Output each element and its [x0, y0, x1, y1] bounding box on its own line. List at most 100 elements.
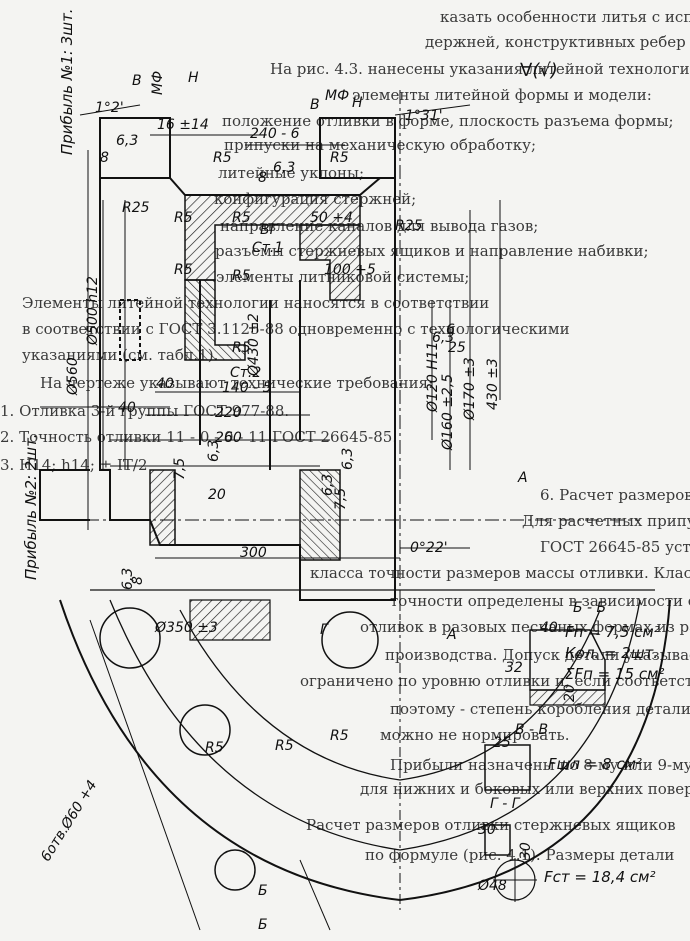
roughness-mark: ∀(√) [520, 60, 558, 81]
background-text-line: в соответствии с ГОСТ 3.1125-88 одноврем… [22, 320, 570, 338]
background-text-line: ГОСТ 26645-85 установлен 11-й класс точн… [540, 538, 690, 556]
dim-100: 100 +5 [324, 262, 376, 278]
dim-430: Ø430 ±2 [246, 313, 262, 376]
dim-r25-a: R25 [122, 200, 150, 216]
dim-ra-f: 6,3 [340, 447, 356, 470]
dim-ra-c: 6,3 [432, 330, 455, 346]
background-text-line: Для расчетных припусков на механическую … [522, 512, 690, 530]
dim-r5-i: R5 [275, 738, 294, 754]
dim-8-c: 8 [130, 576, 146, 585]
dim-140: 140 - 5 [222, 380, 272, 396]
dim-7-5-a: 7,5 [172, 457, 188, 480]
dim-20: 20 [208, 487, 226, 503]
mark-a-bottom: A [447, 627, 457, 643]
dim-r5-f: R5 [232, 268, 251, 284]
background-text-line: держней, конструктивных ребер жесткости … [425, 33, 690, 51]
h-mark-left: Н [188, 70, 199, 86]
slag-area: Fшл = 8 см² [548, 755, 642, 773]
dim-r5-a: R5 [213, 150, 232, 166]
background-text-line: положение отливки в форме, плоскость раз… [222, 112, 674, 130]
dim-angle-top-right: 1°31' [405, 108, 443, 124]
dim-angle-top-left: 1°2' [95, 100, 124, 116]
g-mark: Г [320, 622, 328, 638]
dim-240: 240 - 6 [250, 126, 300, 142]
background-text-line: производства. Допуск детали указывает то… [385, 646, 690, 664]
dim-40-b: 40 [118, 400, 136, 416]
dim-220: 220 [215, 405, 242, 421]
dim-r5-g: R5 [232, 340, 251, 356]
dim-40-section: 40 [540, 620, 558, 636]
section-gg-label: Г - Г [490, 796, 520, 812]
dim-8-a: 8 [100, 150, 109, 166]
mf-mark-left: МФ [150, 70, 166, 95]
dim-r5-e: R5 [174, 262, 193, 278]
background-text-line: припуски на механическую обработку; [224, 136, 537, 154]
dim-6: 6 [446, 322, 455, 338]
background-text-line: по формуле (рис. 4.1). Размеры детали [365, 846, 675, 864]
dim-16: 16 ±14 [157, 117, 209, 133]
h-mark-right: Н [352, 95, 363, 111]
background-text-line: точности определены в зависимости от тип… [390, 592, 690, 610]
dim-r5-j: R5 [330, 728, 349, 744]
dim-20-section: 20 [562, 684, 578, 702]
riser-total-area: ΣFп = 15 см² [565, 665, 665, 683]
dim-32: 32 [505, 660, 523, 676]
background-text-line: На чертеже указывают технические требова… [40, 374, 434, 392]
background-text-line: На рис. 4.3. нанесены указания литейной … [270, 60, 690, 78]
dim-7-5-b: 7,5 [333, 487, 349, 510]
b-mark-bottom-2: Б [258, 917, 268, 933]
dim-350: Ø350 ±3 [155, 620, 218, 636]
dim-160: Ø160 ±2,5 [440, 373, 456, 450]
b-mark-right: В [310, 97, 320, 113]
dim-r5-c: R5 [174, 210, 193, 226]
dim-r5-b: R5 [330, 150, 349, 166]
view-a-label: A [518, 470, 528, 486]
dim-8-b: 8 [258, 170, 267, 186]
riser-2-label: Прибыль №2: 2шт. [22, 433, 40, 580]
runner-area: Fст = 18,4 см² [544, 868, 656, 886]
dim-40-a: 40 [156, 376, 174, 392]
dim-500: Ø500 h12 [85, 276, 101, 345]
b-mark-bottom-1: Б [258, 883, 268, 899]
dim-30-b: 30 [518, 842, 534, 860]
background-text-line: ограничено по уровню отливки и, если соо… [300, 672, 690, 690]
dim-430-right: 430 ±3 [485, 358, 501, 410]
section-vv-label: В - В [515, 722, 549, 738]
b-mark-left: В [132, 73, 142, 89]
dim-r25-b: R25 [395, 218, 423, 234]
dim-260: 260 [215, 430, 242, 446]
background-text-line: казать особенности литья с использование… [440, 8, 690, 26]
dim-48: Ø48 [478, 878, 507, 894]
dim-ra-b: 6,3 [273, 160, 296, 176]
dim-50: 50 +4 [310, 210, 353, 226]
riser-top-right [319, 117, 396, 179]
background-text-line: Элементы литейной технологии наносятся в… [22, 294, 490, 312]
background-text-line: Прибыли назначены по 8-му или 9-му рядам… [390, 756, 690, 774]
core-2-label: Ст.2 [230, 365, 262, 381]
riser-area-fp: Fп = 7,5 см² [565, 623, 660, 641]
dim-560: Ø560 [65, 357, 81, 395]
riser-count: Кол. = 2шт. [565, 644, 659, 662]
dim-170: Ø170 ±3 [462, 357, 478, 420]
dim-300: 300 [240, 545, 267, 561]
dim-ra-a: 6,3 [116, 133, 139, 149]
background-text-line: отливок в разовых песчаных формах из раз… [360, 618, 690, 636]
core-1-label: Ст.1 [252, 240, 284, 256]
mf-mark-right: МФ [325, 88, 350, 104]
background-text-line: класса точности размеров массы отливки. … [310, 564, 690, 582]
dim-30-a: 30 [478, 822, 496, 838]
mark-vg: ВГ [260, 222, 278, 238]
riser-1-label: Прибыль №1: 3шт. [58, 8, 76, 155]
background-text-line: 6. Расчет размеров отливки, прибылей, ст… [540, 486, 690, 504]
dim-25-section: 25 [493, 735, 511, 751]
dim-r5-h: R5 [205, 740, 224, 756]
background-text-line: элементы литейной формы и модели: [352, 86, 652, 104]
background-text-line: можно не нормировать. [380, 726, 570, 744]
dim-angle-bottom: 0°22' [410, 540, 448, 556]
section-bb-label: Б - Б [573, 600, 607, 616]
dim-120: Ø120 H11 [425, 341, 441, 412]
background-text-line: для нижних и боковых или верхних поверхн… [360, 780, 690, 798]
dim-25: 25 [448, 340, 466, 356]
